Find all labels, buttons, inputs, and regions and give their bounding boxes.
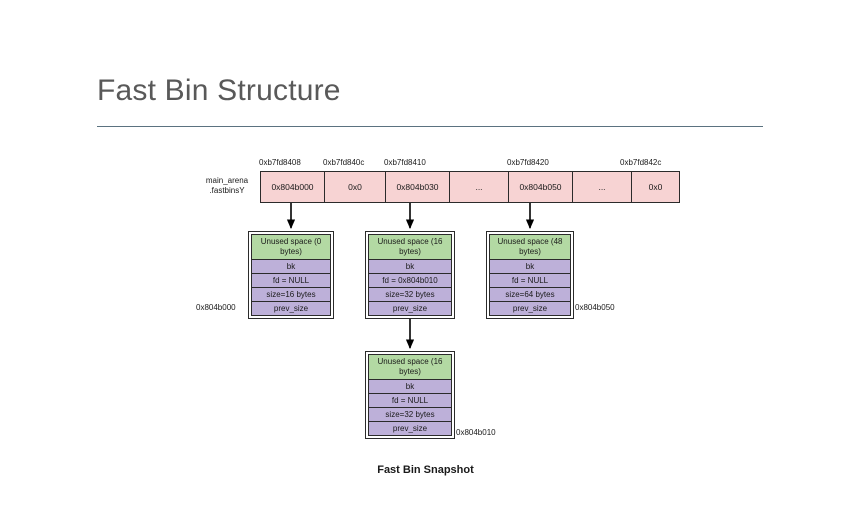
array-address-tick: 0xb7fd8408 [259, 158, 301, 167]
chunk-address-label: 0x804b050 [575, 303, 615, 312]
chunk-size-field: size=32 bytes [368, 287, 452, 302]
array-cell: 0x804b030 [386, 172, 450, 202]
array-address-tick: 0xb7fd8410 [384, 158, 426, 167]
chunk-size-field: size=16 bytes [251, 287, 331, 302]
title-divider [97, 126, 763, 127]
page-title: Fast Bin Structure [97, 74, 341, 107]
chunk-unused-space: Unused space (16 bytes) [368, 234, 452, 260]
array-address-tick: 0xb7fd8420 [507, 158, 549, 167]
main-arena-label: main_arena .fastbinsY [196, 176, 258, 196]
array-address-tick: 0xb7fd842c [620, 158, 662, 167]
main-arena-label-line1: main_arena [205, 176, 249, 185]
chunk-address-label: 0x804b000 [196, 303, 236, 312]
chunk-fd-field: fd = 0x804b010 [368, 273, 452, 288]
chunk-unused-space: Unused space (48 bytes) [489, 234, 571, 260]
chunk-bk-field: bk [368, 259, 452, 274]
chunk-fd-field: fd = NULL [368, 393, 452, 408]
diagram-caption: Fast Bin Snapshot [377, 464, 474, 476]
chunk-bk-field: bk [368, 379, 452, 394]
chunk-address-label: 0x804b010 [456, 428, 496, 437]
chunk-block: Unused space (16 bytes) bk fd = 0x804b01… [365, 231, 455, 319]
chunk-prev-size-field: prev_size [368, 301, 452, 316]
array-address-tick: 0xb7fd840c [323, 158, 365, 167]
array-cell: ... [573, 172, 632, 202]
chunk-prev-size-field: prev_size [251, 301, 331, 316]
chunk-block: Unused space (16 bytes) bk fd = NULL siz… [365, 351, 455, 439]
chunk-fd-field: fd = NULL [489, 273, 571, 288]
array-cell: 0x0 [325, 172, 386, 202]
chunk-unused-space: Unused space (0 bytes) [251, 234, 331, 260]
chunk-unused-space: Unused space (16 bytes) [368, 354, 452, 380]
chunk-size-field: size=32 bytes [368, 407, 452, 422]
main-arena-label-line2: .fastbinsY [209, 186, 245, 195]
chunk-bk-field: bk [251, 259, 331, 274]
chunk-fd-field: fd = NULL [251, 273, 331, 288]
chunk-block: Unused space (48 bytes) bk fd = NULL siz… [486, 231, 574, 319]
array-cell: 0x804b000 [261, 172, 325, 202]
chunk-size-field: size=64 bytes [489, 287, 571, 302]
chunk-block: Unused space (0 bytes) bk fd = NULL size… [248, 231, 334, 319]
fastbin-array-table: 0x804b000 0x0 0x804b030 ... 0x804b050 ..… [260, 171, 680, 203]
array-cell: ... [450, 172, 509, 202]
chunk-prev-size-field: prev_size [489, 301, 571, 316]
chunk-bk-field: bk [489, 259, 571, 274]
array-cell: 0x0 [632, 172, 679, 202]
array-cell: 0x804b050 [509, 172, 573, 202]
chunk-prev-size-field: prev_size [368, 421, 452, 436]
